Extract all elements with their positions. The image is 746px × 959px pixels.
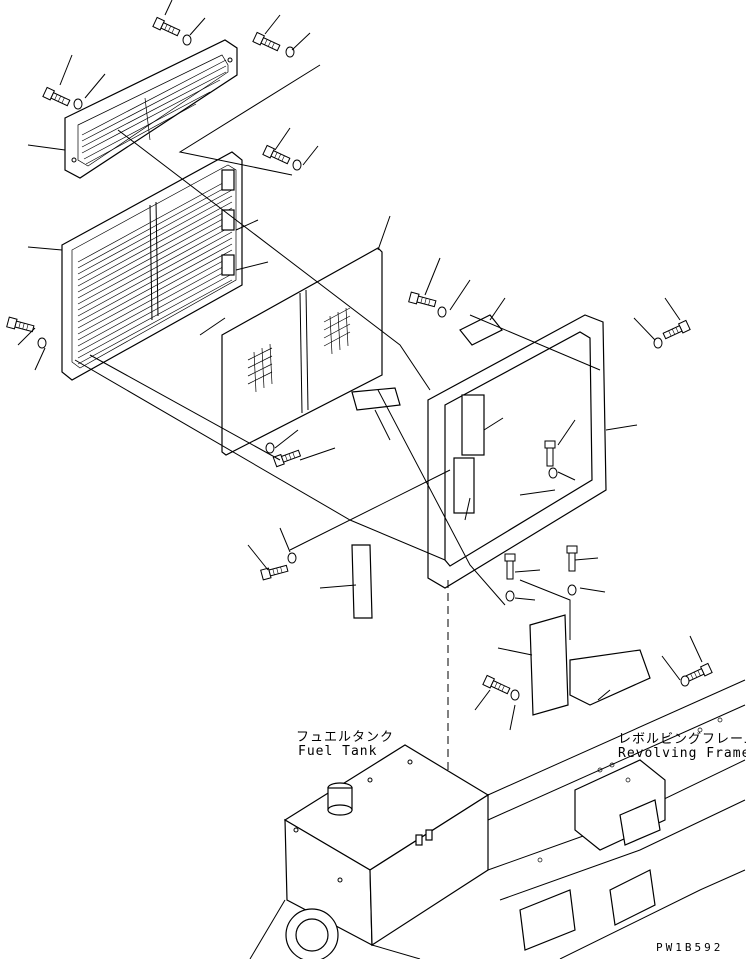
top-grille-cover — [64, 39, 238, 179]
revolving-frame-label-en: Revolving Frame — [618, 746, 746, 761]
fuel-tank-label-jp: フュエルタンク — [296, 730, 395, 745]
drawing-code: PW1B592 — [656, 941, 724, 954]
fuel-tank — [283, 744, 490, 947]
fuel-tank-label-en: Fuel Tank — [298, 744, 378, 759]
screen-panel — [221, 247, 383, 456]
leader-lines — [17, 0, 703, 731]
brackets — [351, 314, 651, 716]
revolving-frame — [249, 679, 746, 959]
bolts-and-washers — [6, 16, 713, 701]
main-frame — [427, 314, 607, 589]
assembly-lines — [74, 64, 601, 850]
revolving-frame-label-jp: レボルビングフレーム — [618, 732, 746, 747]
large-louver-grille — [61, 151, 243, 381]
